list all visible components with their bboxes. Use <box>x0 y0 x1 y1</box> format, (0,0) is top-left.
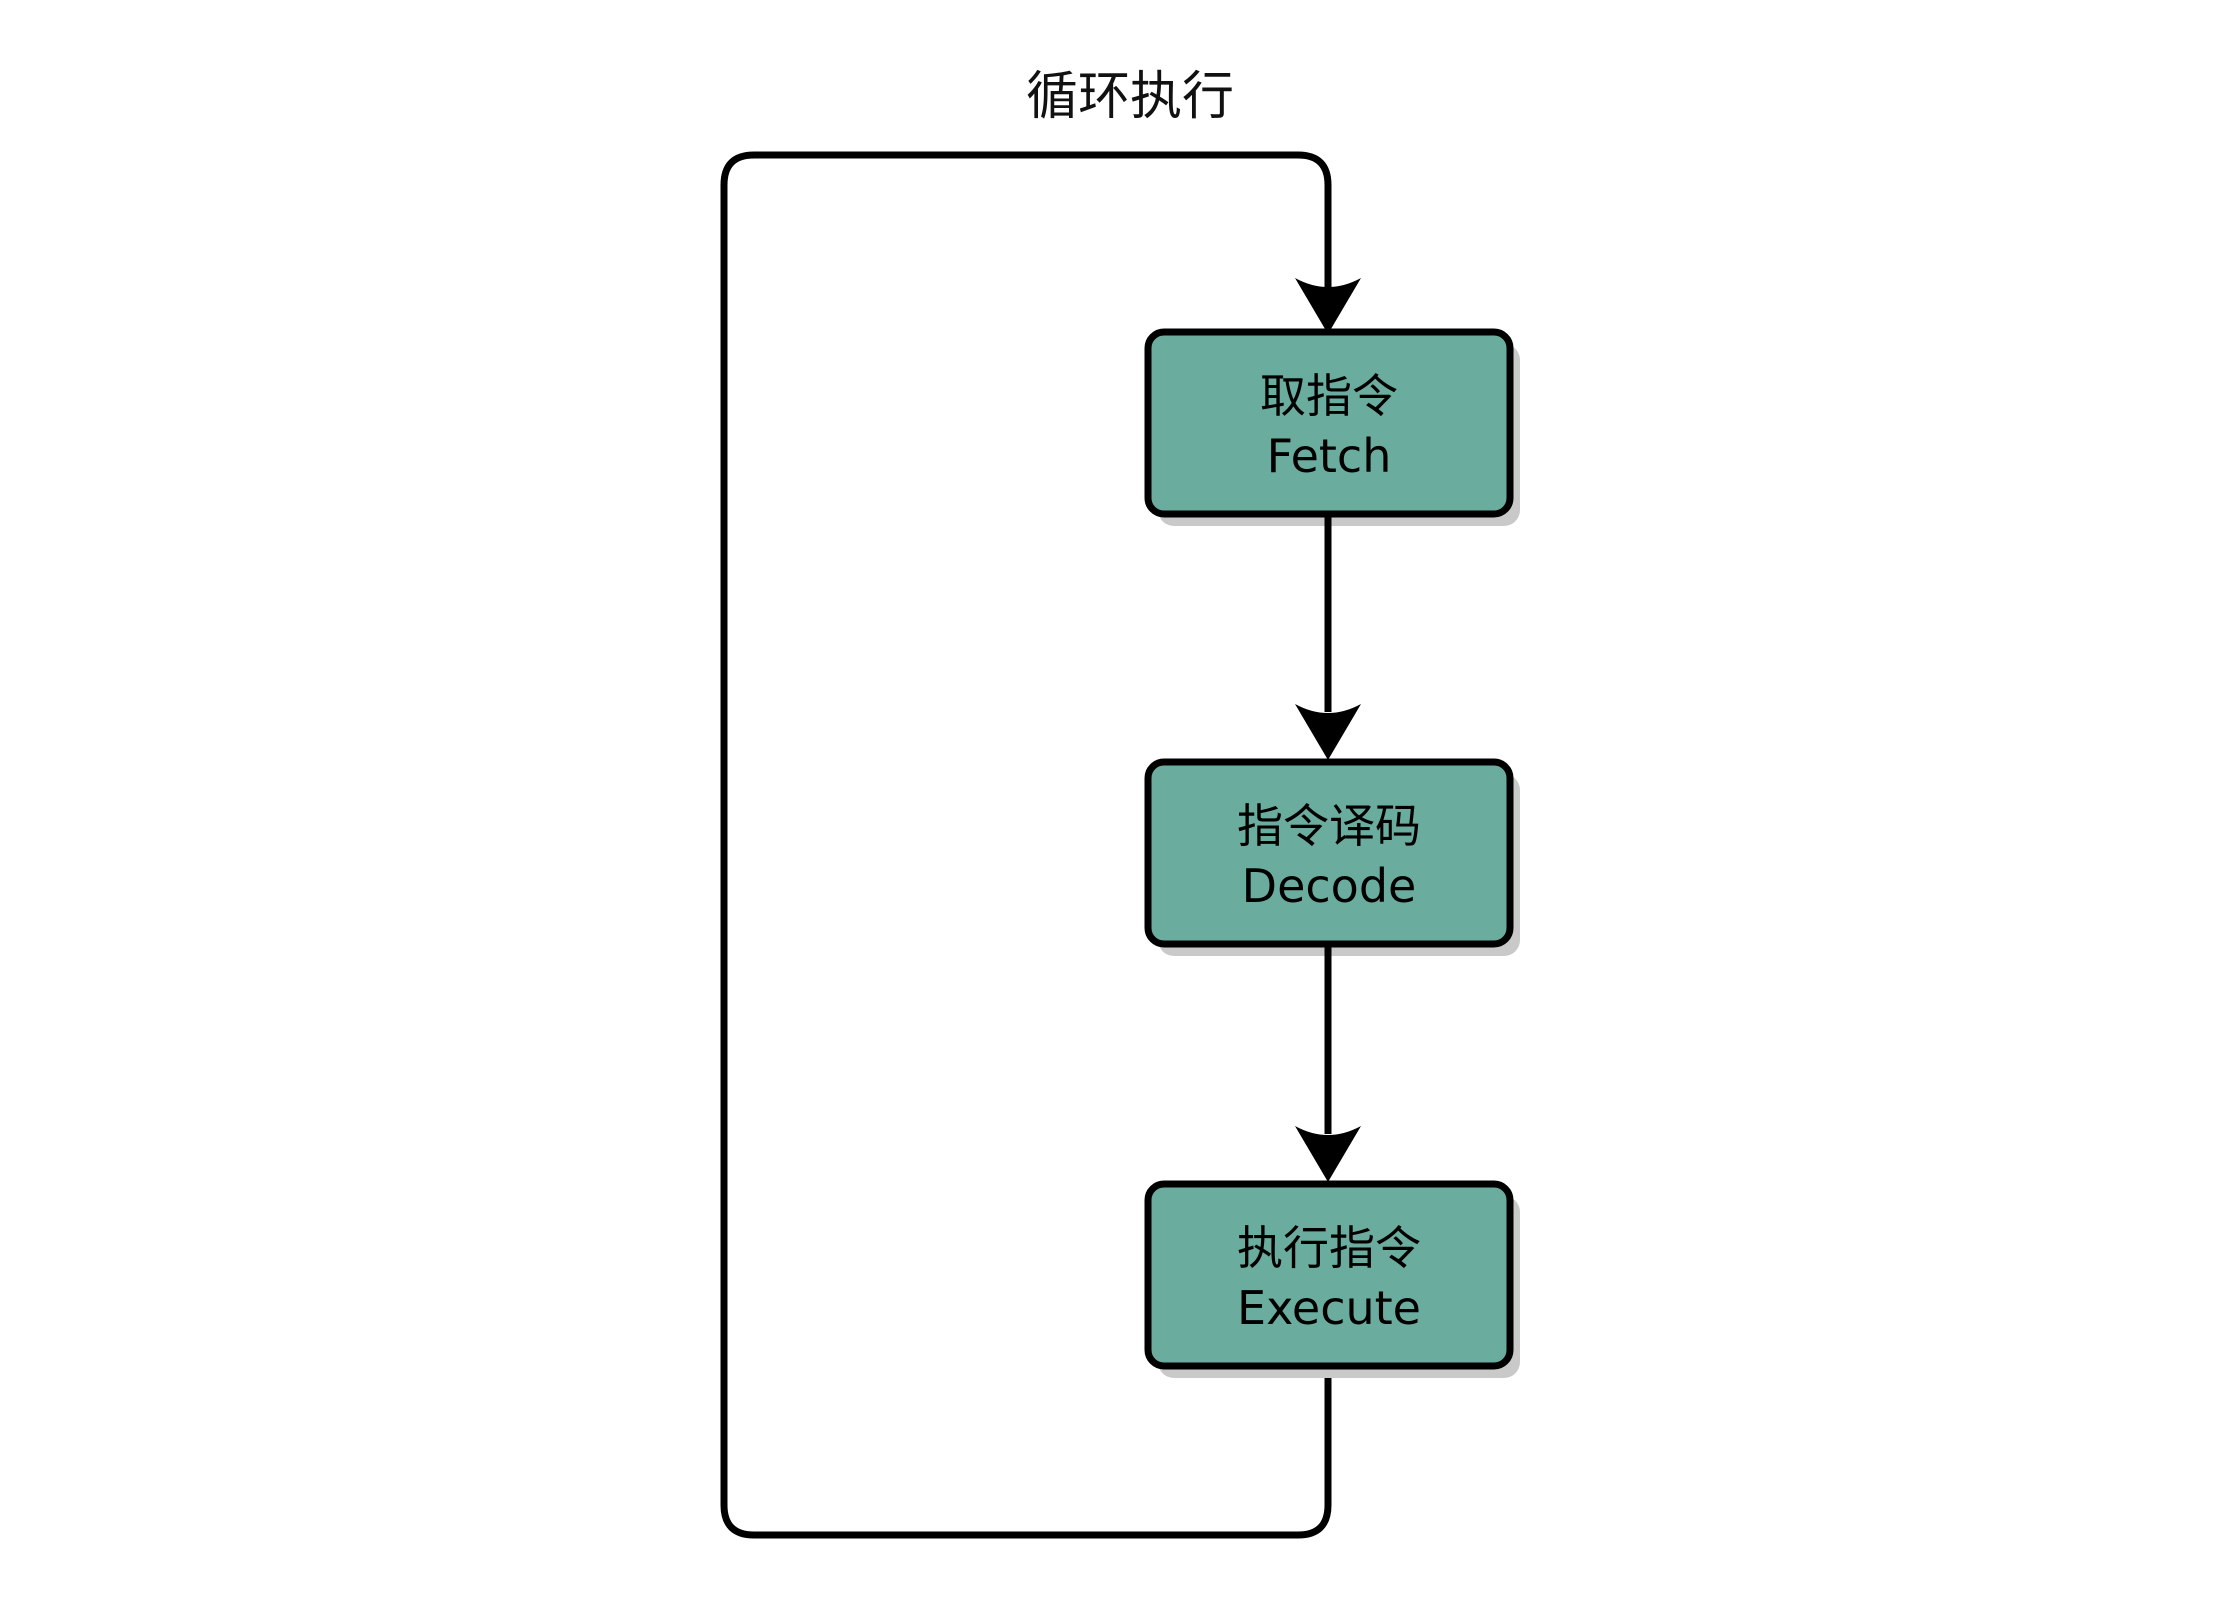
edge-fetch-to-decode <box>1295 517 1361 760</box>
loop-arrowhead-icon <box>1295 278 1361 334</box>
node-execute-label-en: Execute <box>1237 1281 1421 1335</box>
node-execute-box[interactable] <box>1144 1180 1514 1370</box>
node-decode-label-cn: 指令译码 <box>1237 799 1421 853</box>
arrowhead-decode-execute-icon <box>1295 1126 1361 1182</box>
node-fetch[interactable]: 取指令 Fetch <box>1144 328 1520 526</box>
arrowhead-fetch-decode-icon <box>1295 704 1361 760</box>
node-execute[interactable]: 执行指令 Execute <box>1144 1180 1520 1378</box>
edge-execute-to-fetch <box>720 151 1361 1539</box>
loop-back-path <box>720 151 1332 1539</box>
node-execute-label-cn: 执行指令 <box>1237 1221 1421 1275</box>
node-fetch-label-cn: 取指令 <box>1260 369 1398 423</box>
node-fetch-label-en: Fetch <box>1267 429 1392 483</box>
node-decode-box[interactable] <box>1144 758 1514 948</box>
node-decode[interactable]: 指令译码 Decode <box>1144 758 1520 956</box>
loop-label: 循环执行 <box>1026 67 1234 127</box>
edge-decode-to-execute <box>1295 947 1361 1182</box>
node-fetch-box[interactable] <box>1144 328 1514 518</box>
node-decode-label-en: Decode <box>1242 859 1417 913</box>
